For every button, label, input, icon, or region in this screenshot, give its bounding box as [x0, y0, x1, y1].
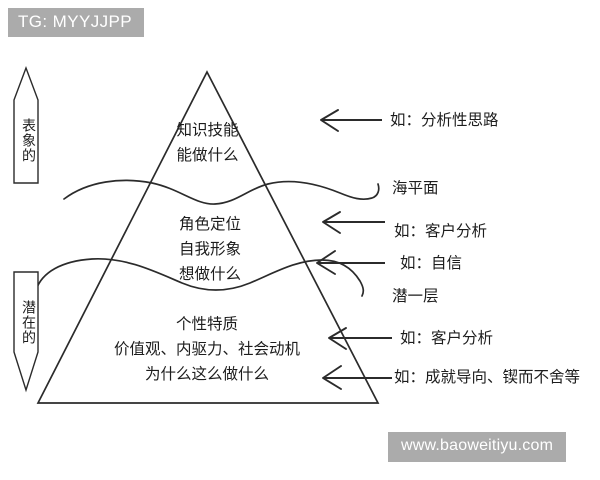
pyramid-layer-middle: 角色定位 自我形象 想做什么	[140, 212, 280, 287]
layer-middle-line-2: 自我形象	[178, 241, 241, 258]
callout-arrows	[316, 109, 392, 390]
arrow-head-2	[322, 211, 341, 234]
surface-arrow-shape	[13, 66, 39, 184]
surface-arrow	[13, 66, 39, 184]
deeper-layer-wave	[35, 258, 365, 297]
annotation-confidence: 如：自信	[400, 255, 463, 272]
annotation-deeper-layer: 潜一层	[392, 288, 439, 305]
pyramid-layer-top: 知识技能 能做什么	[140, 118, 275, 168]
layer-top-line-1: 知识技能	[176, 122, 239, 139]
lower-wave-path	[35, 258, 365, 297]
callout-arrow-5	[322, 365, 392, 390]
arrow-head-3	[316, 250, 336, 275]
latent-arrow	[13, 271, 39, 393]
layer-bottom-line-3: 为什么这么做什么	[144, 366, 269, 383]
layer-bottom-line-2: 价值观、内驱力、社会动机	[113, 341, 300, 358]
layer-middle-line-3: 想做什么	[178, 266, 241, 283]
triangle-outline	[36, 70, 380, 404]
pyramid-triangle	[36, 70, 380, 404]
arrow-head-1	[320, 109, 339, 132]
callout-arrow-2	[322, 211, 385, 234]
annotation-customer-analysis-lower: 如：客户分析	[400, 330, 494, 347]
side-label-surface: 表象的	[20, 118, 35, 163]
site-watermark: www.baoweitiyu.com	[388, 432, 567, 462]
annotation-customer-analysis-upper: 如：客户分析	[394, 223, 488, 240]
annotation-achievement-orientation: 如：成就导向、锲而不舍等	[394, 369, 581, 386]
annotation-sea-level: 海平面	[392, 180, 439, 197]
arrow-head-5	[322, 365, 342, 390]
callout-arrow-3	[316, 250, 385, 275]
upper-wave-path	[63, 179, 380, 205]
side-label-latent: 潜在的	[20, 300, 35, 345]
layer-middle-line-1: 角色定位	[178, 216, 241, 233]
arrow-head-4	[328, 327, 347, 350]
pyramid-layer-bottom: 个性特质 价值观、内驱力、社会动机 为什么这么做什么	[92, 312, 322, 387]
tg-badge: TG: MYYJJPP	[8, 8, 144, 37]
sea-level-wave	[63, 179, 380, 205]
layer-bottom-line-1: 个性特质	[175, 316, 238, 333]
callout-arrow-1	[320, 109, 382, 132]
annotation-analytical-thinking: 如：分析性思路	[390, 112, 499, 129]
layer-top-line-2: 能做什么	[176, 147, 239, 164]
latent-arrow-shape	[13, 271, 39, 393]
callout-arrow-4	[328, 327, 392, 350]
